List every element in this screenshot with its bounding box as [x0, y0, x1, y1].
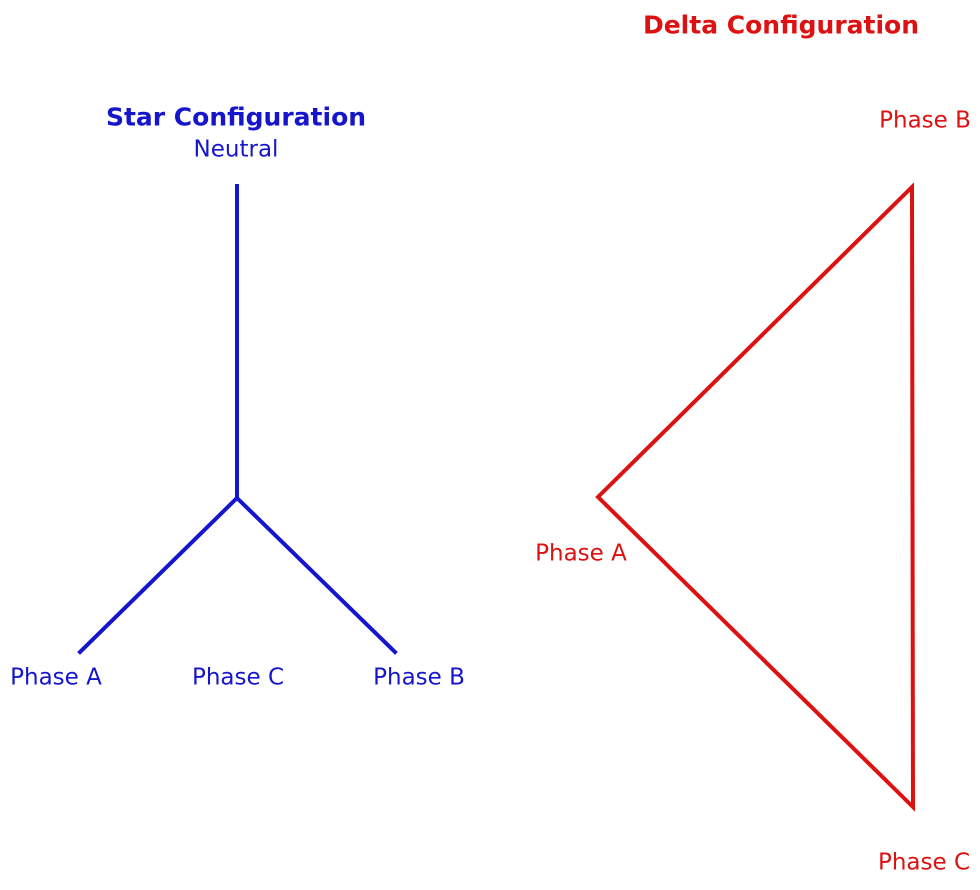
- star-configuration-title: Star Configuration: [105, 102, 367, 132]
- star-wye-lines: [77, 184, 398, 655]
- star-phase-c-label: Phase C: [191, 664, 285, 691]
- delta-configuration-title: Delta Configuration: [642, 10, 920, 40]
- delta-triangle: [595, 182, 916, 812]
- delta-phase-a-label: Phase A: [535, 540, 627, 567]
- star-phase-a-label: Phase A: [10, 664, 102, 691]
- delta-phase-c-label: Phase C: [877, 849, 971, 876]
- star-neutral-label: Neutral: [193, 136, 279, 163]
- delta-triangle-outline: [595, 182, 916, 812]
- delta-phase-b-label: Phase B: [879, 107, 971, 134]
- star-phase-b-line: [234, 495, 398, 655]
- star-phase-b-label: Phase B: [373, 664, 465, 691]
- star-phase-a-line: [77, 495, 240, 655]
